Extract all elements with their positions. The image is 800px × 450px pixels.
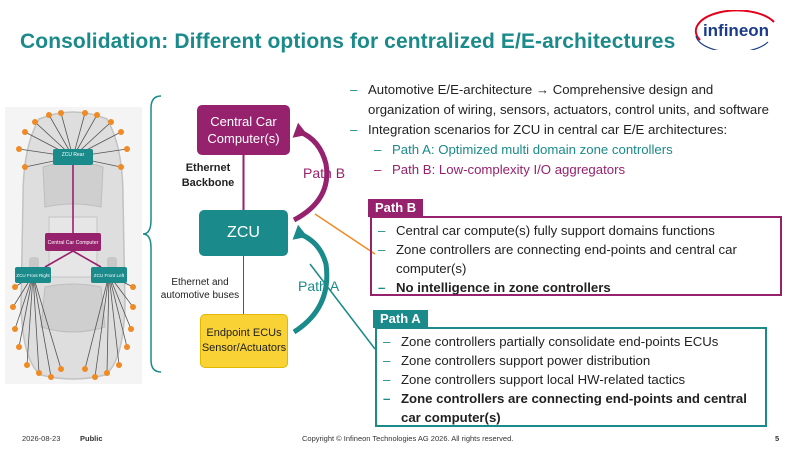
car-central-computer: Central Car Computer xyxy=(45,233,101,251)
bus-label-line2: automotive buses xyxy=(160,290,240,301)
path-a-item-text: Zone controllers support power distribut… xyxy=(401,353,651,368)
path-b-label: Path B xyxy=(303,165,346,181)
bullet-ee-architecture-line1: Automotive E/E-architecture → Comprehens… xyxy=(368,82,714,97)
path-b-item: –Central car compute(s) fully support do… xyxy=(378,223,715,238)
car-zcu-front-left-label: ZCU Front Left xyxy=(94,273,125,278)
svg-text:infineon: infineon xyxy=(703,21,769,40)
path-b-item: –No intelligence in zone controllers xyxy=(378,280,611,295)
path-a-item: –Zone controllers are connecting end-poi… xyxy=(383,391,747,425)
path-b-item-text: Zone controllers are connecting end-poin… xyxy=(396,242,737,276)
path-a-panel: –Zone controllers partially consolidate … xyxy=(375,327,767,427)
path-a-tab: Path A xyxy=(373,310,428,328)
slide-title: Consolidation: Different options for cen… xyxy=(20,30,676,53)
car-zcu-front-left: ZCU Front Left xyxy=(91,267,127,283)
curly-brace xyxy=(143,95,162,373)
endpoint-ecus-label-line1: Endpoint ECUs xyxy=(206,327,282,339)
path-b-item: –Zone controllers are connecting end-poi… xyxy=(378,242,737,276)
path-a-item-text: Zone controllers support local HW-relate… xyxy=(401,372,686,387)
architecture-connectors xyxy=(242,122,376,350)
bullet-integration-scenarios-text: Integration scenarios for ZCU in central… xyxy=(368,122,728,137)
path-b-item-text: No intelligence in zone controllers xyxy=(396,280,611,295)
sub-bullet-path-a-text: Path A: Optimized multi domain zone cont… xyxy=(392,142,673,157)
car-central-computer-label: Central Car Computer xyxy=(48,240,99,246)
ethernet-backbone-line2: Backbone xyxy=(181,177,235,189)
path-b-item-text: Central car compute(s) fully support dom… xyxy=(396,223,715,238)
footer-classification: Public xyxy=(80,434,103,443)
zcu-box-label: ZCU xyxy=(227,224,260,241)
endpoint-ecus-box: Endpoint ECUs Sensor/Actuators xyxy=(200,314,288,368)
intro-bullets: – Automotive E/E-architecture → Comprehe… xyxy=(350,80,790,180)
path-b-panel: –Central car compute(s) fully support do… xyxy=(370,216,782,296)
footer-page-number: 5 xyxy=(775,434,780,443)
car-zcu-front-right: ZCU Front Right xyxy=(15,267,51,283)
ethernet-backbone-label: Ethernet Backbone xyxy=(173,161,243,191)
car-zcu-rear: ZCU Rear xyxy=(53,149,93,165)
car-topology-illustration: ZCU Rear Central Car Computer ZCU Front … xyxy=(5,107,142,384)
zcu-box: ZCU xyxy=(199,210,288,256)
central-car-computer-label-line1: Central Car xyxy=(210,114,277,129)
path-a-item: –Zone controllers support local HW-relat… xyxy=(383,372,686,387)
central-car-computer-label-line2: Computer(s) xyxy=(207,131,280,146)
path-a-item-text: Zone controllers are connecting end-poin… xyxy=(401,391,747,425)
bullet-integration-scenarios: – Integration scenarios for ZCU in centr… xyxy=(350,122,728,137)
bus-label-line1: Ethernet and xyxy=(171,277,229,288)
bullet-ee-architecture-line2: organization of wiring, sensors, actuato… xyxy=(368,102,769,117)
sub-bullet-path-b-text: Path B: Low-complexity I/O aggregators xyxy=(392,162,626,177)
path-a-item-text: Zone controllers partially consolidate e… xyxy=(401,334,719,349)
sub-bullet-path-b: – Path B: Low-complexity I/O aggregators xyxy=(374,162,626,177)
bus-label: Ethernet and automotive buses xyxy=(158,276,242,302)
footer-copyright: Copyright © Infineon Technologies AG 202… xyxy=(302,434,514,443)
path-a-label: Path A xyxy=(298,278,340,294)
path-a-item: –Zone controllers support power distribu… xyxy=(383,353,651,368)
endpoint-ecus-label-line2: Sensor/Actuators xyxy=(201,342,287,354)
path-a-item: –Zone controllers partially consolidate … xyxy=(383,334,719,349)
car-zcu-rear-label: ZCU Rear xyxy=(62,152,85,158)
sub-bullet-path-a: – Path A: Optimized multi domain zone co… xyxy=(374,142,673,157)
car-zcu-front-right-label: ZCU Front Right xyxy=(16,273,50,278)
central-car-computer-box: Central Car Computer(s) xyxy=(197,105,290,155)
footer-date: 2026-08-23 xyxy=(22,434,61,443)
bullet-ee-architecture: – Automotive E/E-architecture → Comprehe… xyxy=(350,80,790,120)
infineon-logo: infineon xyxy=(694,10,775,50)
path-b-tab: Path B xyxy=(368,199,424,217)
ethernet-backbone-line1: Ethernet xyxy=(185,162,231,174)
